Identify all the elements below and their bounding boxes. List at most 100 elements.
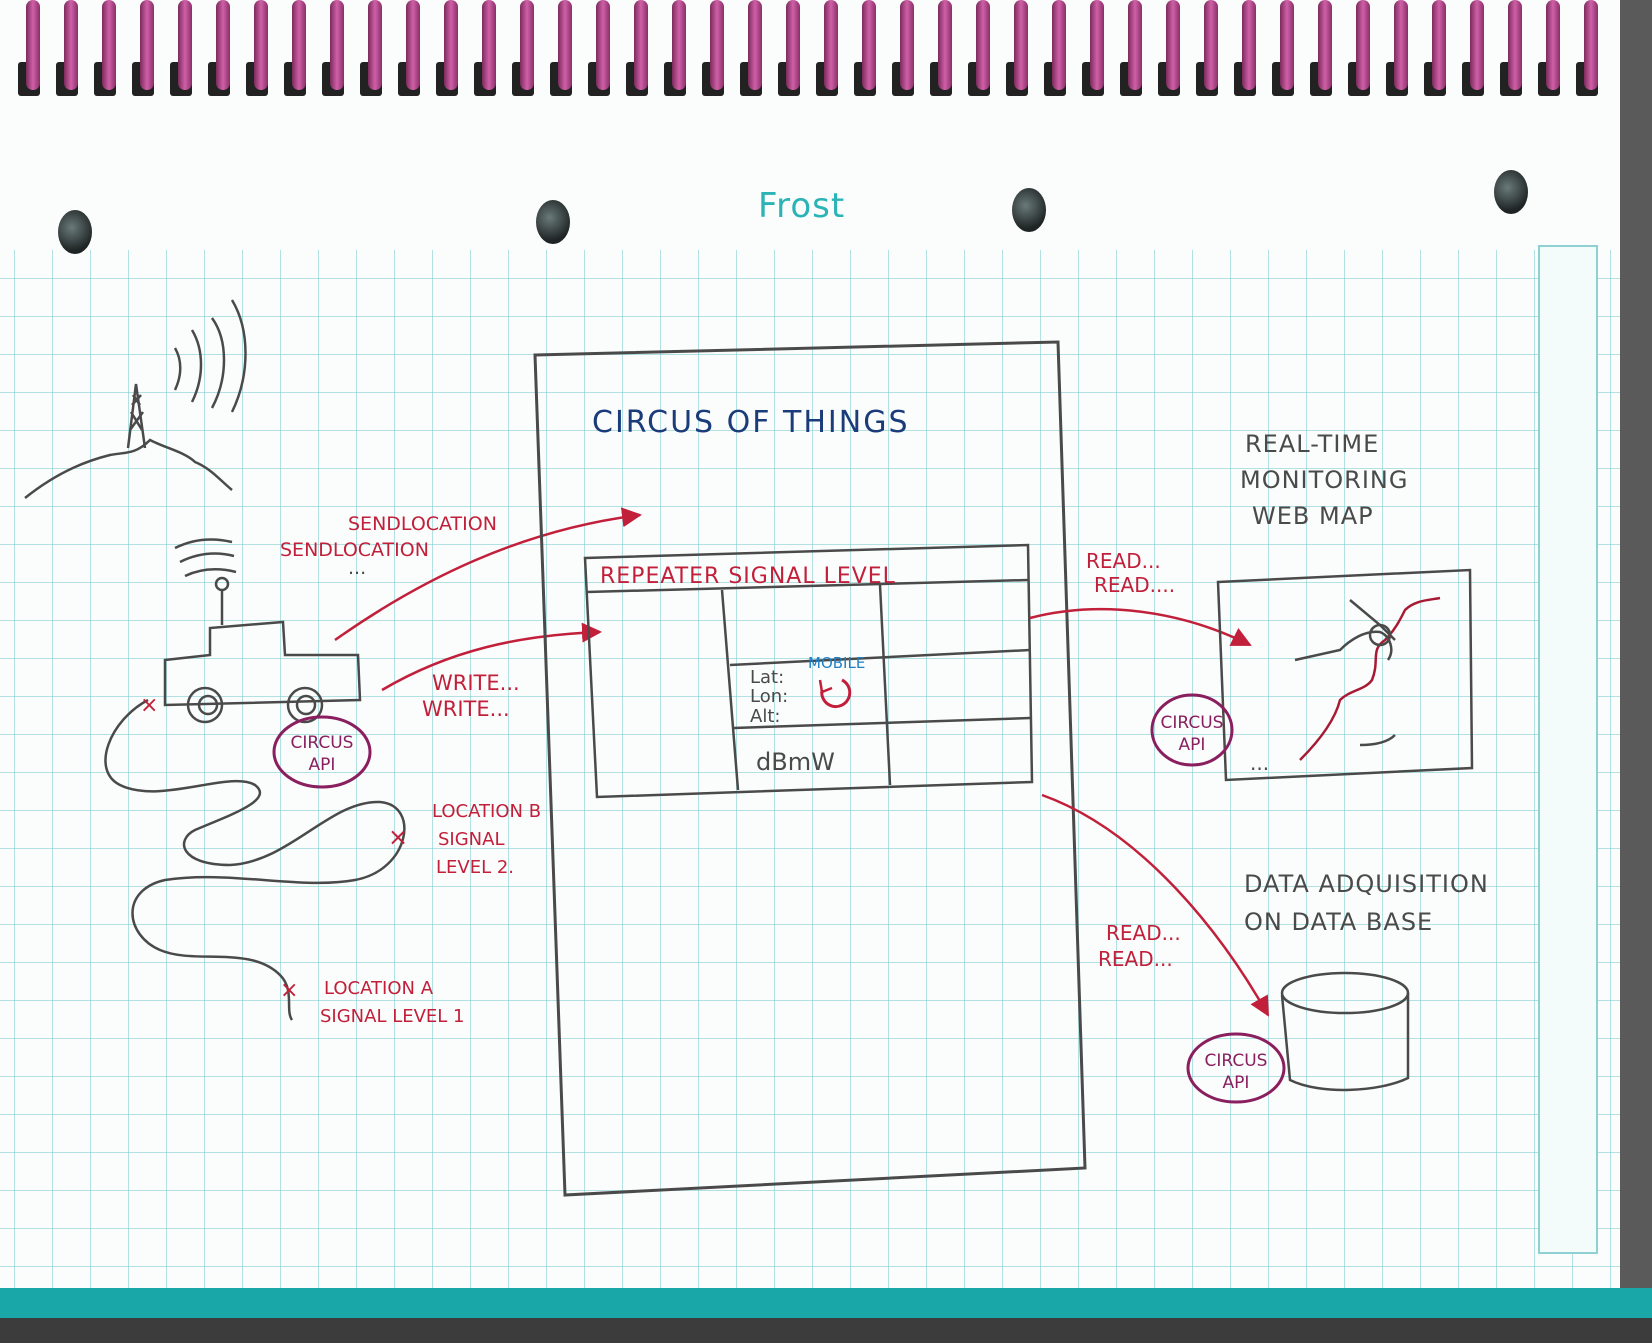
binding-coil: [406, 0, 420, 90]
refresh-icon: [820, 678, 852, 709]
binding-coil: [368, 0, 382, 90]
binding-coil: [1166, 0, 1180, 90]
map-read-label-2: READ....: [1094, 573, 1175, 597]
punch-hole: [1494, 170, 1528, 214]
binding-coil: [634, 0, 648, 90]
db-api-badge: [1186, 1032, 1286, 1104]
binding-coil: [64, 0, 78, 90]
cell-alt: Alt:: [750, 706, 780, 727]
binding-coil: [520, 0, 534, 90]
signal-level-table: [583, 543, 1034, 799]
binding-coil: [900, 0, 914, 90]
cell-dbmw: dBmW: [756, 748, 835, 776]
vehicle-api-badge: [272, 715, 372, 789]
binding-coil: [1128, 0, 1142, 90]
radio-tower-icon: [24, 299, 247, 499]
route-start-marker: ×: [140, 693, 158, 718]
binding-coil: [1280, 0, 1294, 90]
binding-coil: [178, 0, 192, 90]
read-arrow-database: [1041, 793, 1270, 1017]
location-b-marker: ×: [388, 823, 408, 851]
binding-coil: [292, 0, 306, 90]
binding-coil: [1356, 0, 1370, 90]
binding-coil: [862, 0, 876, 90]
location-b-line3: LEVEL 2.: [436, 857, 514, 878]
table-title: REPEATER SIGNAL LEVEL: [600, 564, 896, 589]
brand-logo: Frost: [758, 186, 846, 226]
binding-coil: [140, 0, 154, 90]
vehicle-icon: [163, 576, 362, 724]
binding-coil: [1052, 0, 1066, 90]
send-label-3: ...: [348, 557, 366, 579]
binding-coil: [1318, 0, 1332, 90]
binding-coil: [1470, 0, 1484, 90]
punch-hole: [58, 210, 92, 254]
db-api-badge-line1: CIRCUS: [1205, 1051, 1268, 1071]
vehicle-api-badge-line1: CIRCUS: [291, 733, 354, 753]
binding-coil: [938, 0, 952, 90]
binding-coil: [102, 0, 116, 90]
binding-coil: [1090, 0, 1104, 90]
map-ellipsis: ...: [1250, 751, 1269, 775]
location-a-marker: ×: [280, 978, 298, 1003]
write-label-2: WRITE...: [422, 697, 510, 721]
send-arrow: [334, 507, 642, 642]
vehicle-api-badge-line2: API: [309, 755, 336, 775]
notebook-back-edge: [0, 1318, 1652, 1343]
margin-strip: [1538, 245, 1598, 1254]
db-read-label-2: READ...: [1098, 947, 1173, 971]
central-platform-box: [533, 340, 1087, 1197]
platform-title: CIRCUS OF THINGS: [592, 405, 910, 440]
vehicle-route: [104, 698, 406, 1021]
map-api-badge: [1150, 693, 1234, 767]
binding-coil: [254, 0, 268, 90]
signal-waves-icon: [174, 538, 237, 578]
sketch-diagram: × × × CIRCUS API SENDLOCATION SENDLOCATI…: [24, 299, 1489, 1197]
db-api-badge-line2: API: [1223, 1073, 1250, 1093]
map-read-label-1: READ...: [1086, 549, 1161, 573]
binding-coil: [1014, 0, 1028, 90]
binding-coil: [1204, 0, 1218, 90]
binding-coil: [26, 0, 40, 90]
location-b-line1: LOCATION B: [432, 801, 541, 822]
location-a-line1: LOCATION A: [324, 978, 434, 999]
web-map-box: [1216, 568, 1474, 782]
map-api-badge-line2: API: [1179, 735, 1206, 755]
binding-coil: [786, 0, 800, 90]
binding-coil: [216, 0, 230, 90]
binding-coil: [1242, 0, 1256, 90]
send-label-1: SENDLOCATION: [348, 513, 497, 535]
db-title-line1: DATA ADQUISITION: [1244, 870, 1489, 898]
binding-coil: [710, 0, 724, 90]
map-route-drawing: [1294, 596, 1441, 761]
write-label-1: WRITE...: [432, 671, 520, 695]
binding-coil: [330, 0, 344, 90]
map-api-badge-line1: CIRCUS: [1161, 713, 1224, 733]
write-arrow: [381, 622, 602, 692]
binding-coil: [748, 0, 762, 90]
map-title-line2: MONITORING: [1240, 466, 1408, 494]
cell-lat: Lat:: [750, 667, 784, 688]
binding-coil: [1508, 0, 1522, 90]
db-read-label-1: READ...: [1106, 921, 1181, 945]
page-header-band: [0, 0, 1620, 250]
binding-coil: [596, 0, 610, 90]
binding-coil: [1432, 0, 1446, 90]
db-title-line2: ON DATA BASE: [1244, 908, 1433, 936]
cell-lon: Lon:: [750, 686, 788, 707]
binding-coil: [1584, 0, 1598, 90]
map-title-line3: WEB MAP: [1252, 502, 1374, 530]
refresh-arrowhead: [818, 679, 833, 694]
send-label-2: SENDLOCATION: [280, 539, 429, 561]
read-arrow-map: [1029, 607, 1252, 647]
map-title-line1: REAL-TIME: [1245, 430, 1379, 458]
binding-coil: [672, 0, 686, 90]
location-a-line2: SIGNAL LEVEL 1: [320, 1006, 465, 1027]
location-b-line2: SIGNAL: [438, 829, 505, 850]
binding-coil: [558, 0, 572, 90]
punch-hole: [536, 200, 570, 244]
binding-coil: [482, 0, 496, 90]
database-icon: [1280, 971, 1410, 1092]
binding-coil: [976, 0, 990, 90]
binding-coil: [824, 0, 838, 90]
